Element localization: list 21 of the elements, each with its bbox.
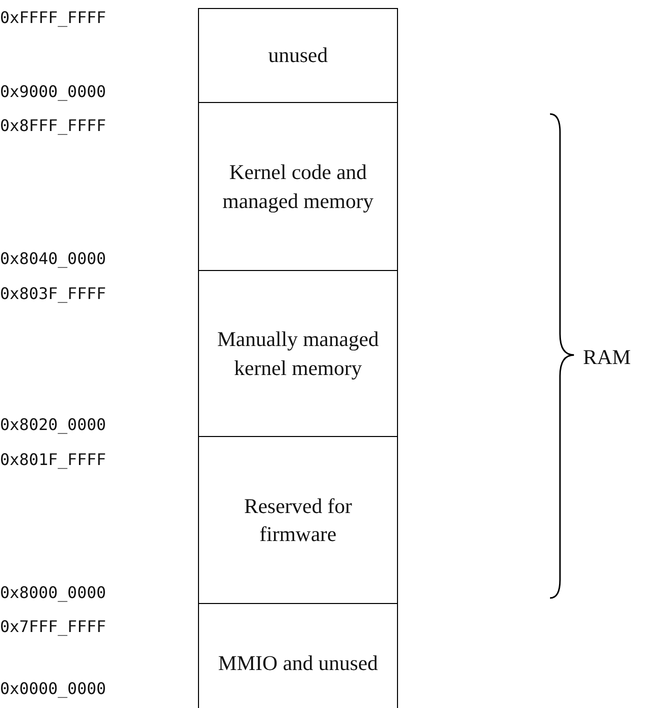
address-label: 0x801F_FFFF [0,450,106,470]
region-label: Kernel code and managed memory [221,159,375,214]
region-label: MMIO and unused [218,650,378,678]
memory-region-box [198,102,398,271]
address-label: 0x803F_FFFF [0,284,106,304]
address-label: 0x8000_0000 [0,583,106,603]
memory-region-box [198,270,398,437]
memory-region-box [198,436,398,604]
address-label: 0x8FFF_FFFF [0,116,106,136]
address-label: 0x9000_0000 [0,82,106,102]
address-label: 0x0000_0000 [0,679,106,699]
region-label: Manually managed kernel memory [216,326,380,382]
memory-region-box [198,8,398,103]
region-group-label: RAM [583,345,631,369]
memory-region-box [198,603,398,708]
address-label: 0x8040_0000 [0,249,106,269]
address-label: 0x8020_0000 [0,415,106,435]
region-label: unused [268,42,328,70]
region-label: Reserved for firmware [243,492,353,548]
address-label: 0x7FFF_FFFF [0,617,106,637]
address-label: 0xFFFF_FFFF [0,8,106,28]
